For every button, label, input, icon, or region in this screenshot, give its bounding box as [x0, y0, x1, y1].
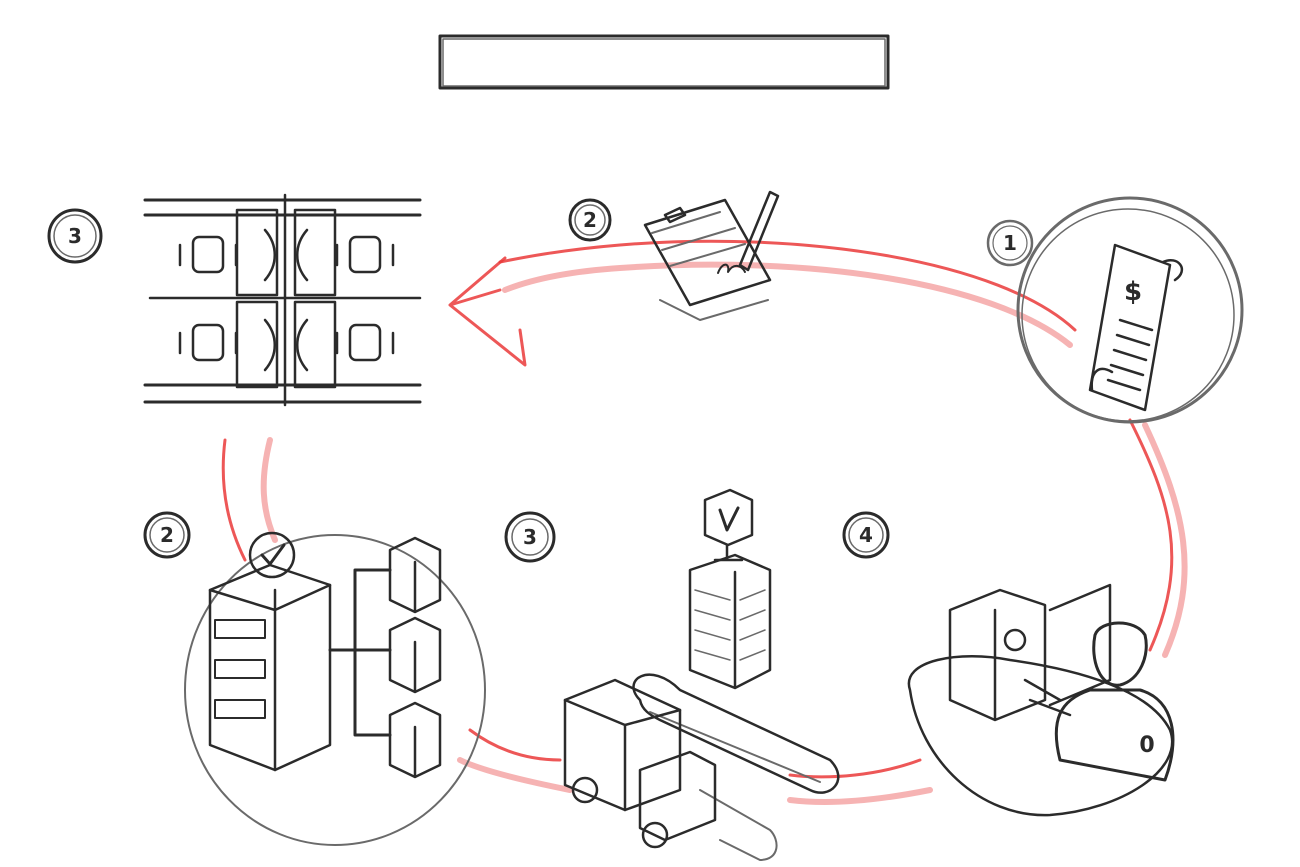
step-number: 1	[1003, 231, 1017, 255]
arrow-bottom-left	[468, 728, 562, 762]
invoice-scroll-icon: $	[1016, 196, 1244, 424]
contract-signing-icon	[643, 190, 780, 321]
step-number: 4	[859, 523, 873, 547]
svg-text:0: 0	[1139, 733, 1154, 758]
technician-workstation-icon: 0	[907, 583, 1175, 817]
svg-text:$: $	[1124, 277, 1142, 307]
step-number: 3	[68, 224, 82, 248]
arrow-right	[1128, 418, 1174, 652]
title-box	[438, 34, 890, 90]
step-number: 2	[583, 208, 597, 232]
step-badges: 3 2 1 2 3 4	[47, 198, 1034, 563]
step-badge-1: 1	[986, 219, 1034, 267]
arrow-top	[498, 239, 1077, 332]
step-number: 2	[160, 523, 174, 547]
arrow-bottom-right	[788, 758, 922, 779]
step-badge-2: 2	[568, 198, 612, 242]
step-badge-truck: 3	[504, 511, 556, 563]
step-badge-server: 2	[143, 511, 191, 559]
step-badge-tech: 4	[842, 511, 890, 559]
arrow-left	[221, 438, 247, 562]
arrow-top-head	[448, 256, 527, 367]
step-number: 3	[523, 525, 537, 549]
office-workspace-icon	[143, 193, 422, 407]
logistics-truck-icon	[563, 488, 840, 861]
server-network-icon	[184, 531, 486, 846]
step-badge-3: 3	[47, 208, 103, 264]
